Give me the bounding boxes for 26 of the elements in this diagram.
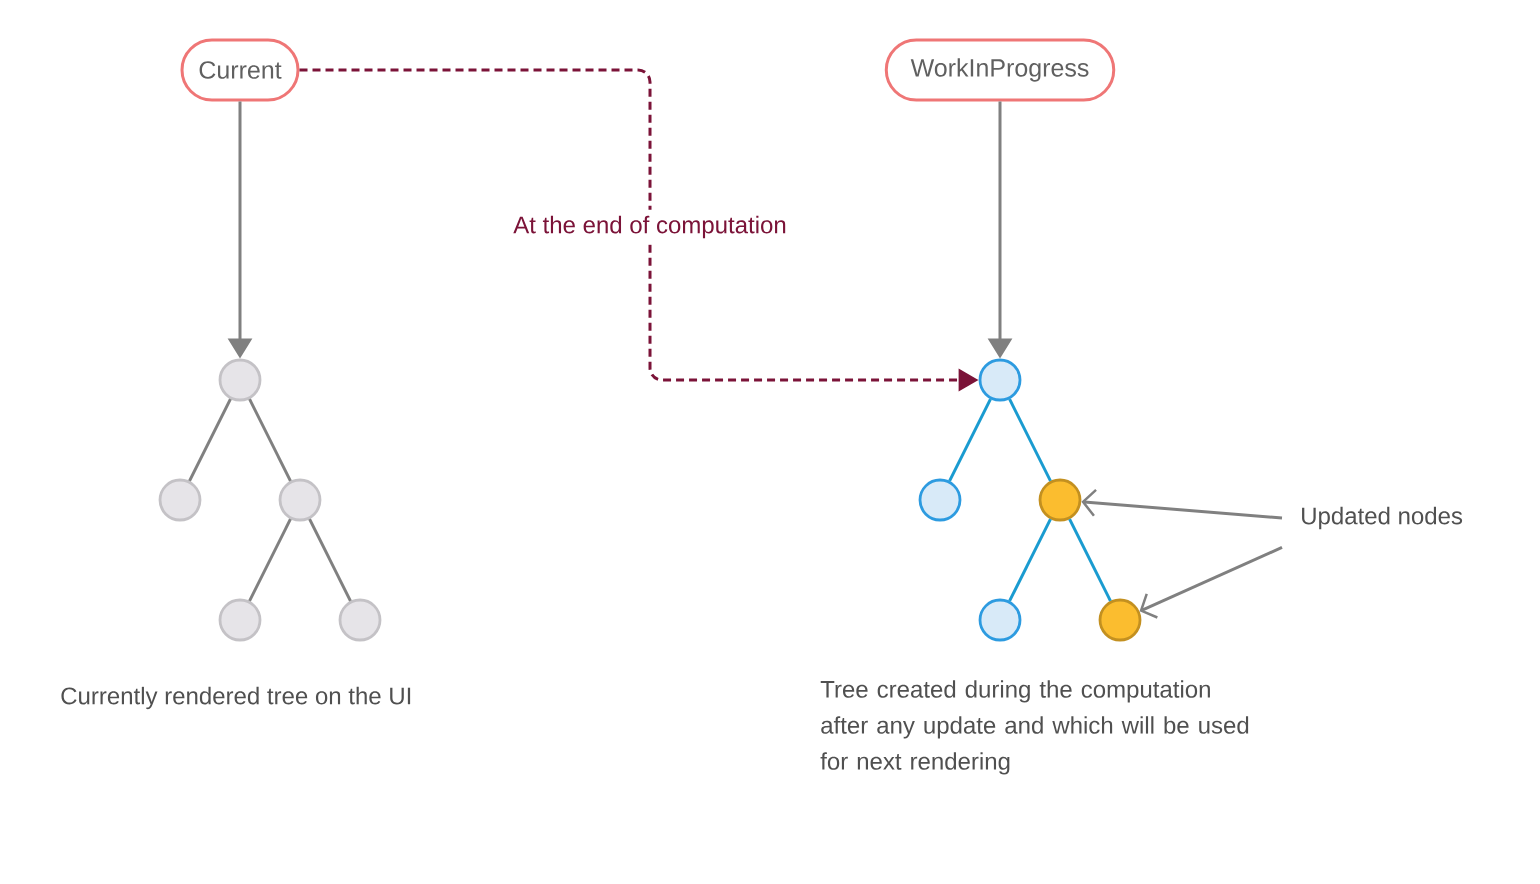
tree-node-circle [338, 598, 382, 642]
connector-arrow [1081, 488, 1283, 520]
terminal-pill: WorkInProgress [884, 38, 1116, 102]
connector-arrow [1139, 546, 1283, 619]
caption-text: Tree created during the computation after any update and which will be used for next rendering [820, 680, 1249, 775]
tree-branch [1068, 518, 1112, 602]
tree-node-circle [978, 598, 1022, 642]
tree-branch [248, 518, 292, 602]
tree-node-circle [278, 478, 322, 522]
tree-branch [1008, 398, 1052, 482]
tree-branch [308, 518, 352, 602]
tree-node-circle [978, 358, 1022, 402]
tree-node-circle [218, 358, 262, 402]
callout-text: Updated nodes [1302, 506, 1463, 530]
tree-branch [188, 398, 232, 482]
caption-text: Currently rendered tree on the UI [61, 686, 411, 710]
tree-branch [248, 398, 292, 482]
tree-branch [1008, 518, 1052, 602]
terminal-pill: Current [180, 38, 300, 102]
tree-node-circle [158, 478, 202, 522]
tree-node-circle [1098, 598, 1142, 642]
tree-node-circle [918, 478, 962, 522]
tree-branch [948, 398, 992, 482]
edge-label: At the end of computation [507, 209, 793, 245]
tree-node-circle [1038, 478, 1082, 522]
tree-node-circle [218, 598, 262, 642]
